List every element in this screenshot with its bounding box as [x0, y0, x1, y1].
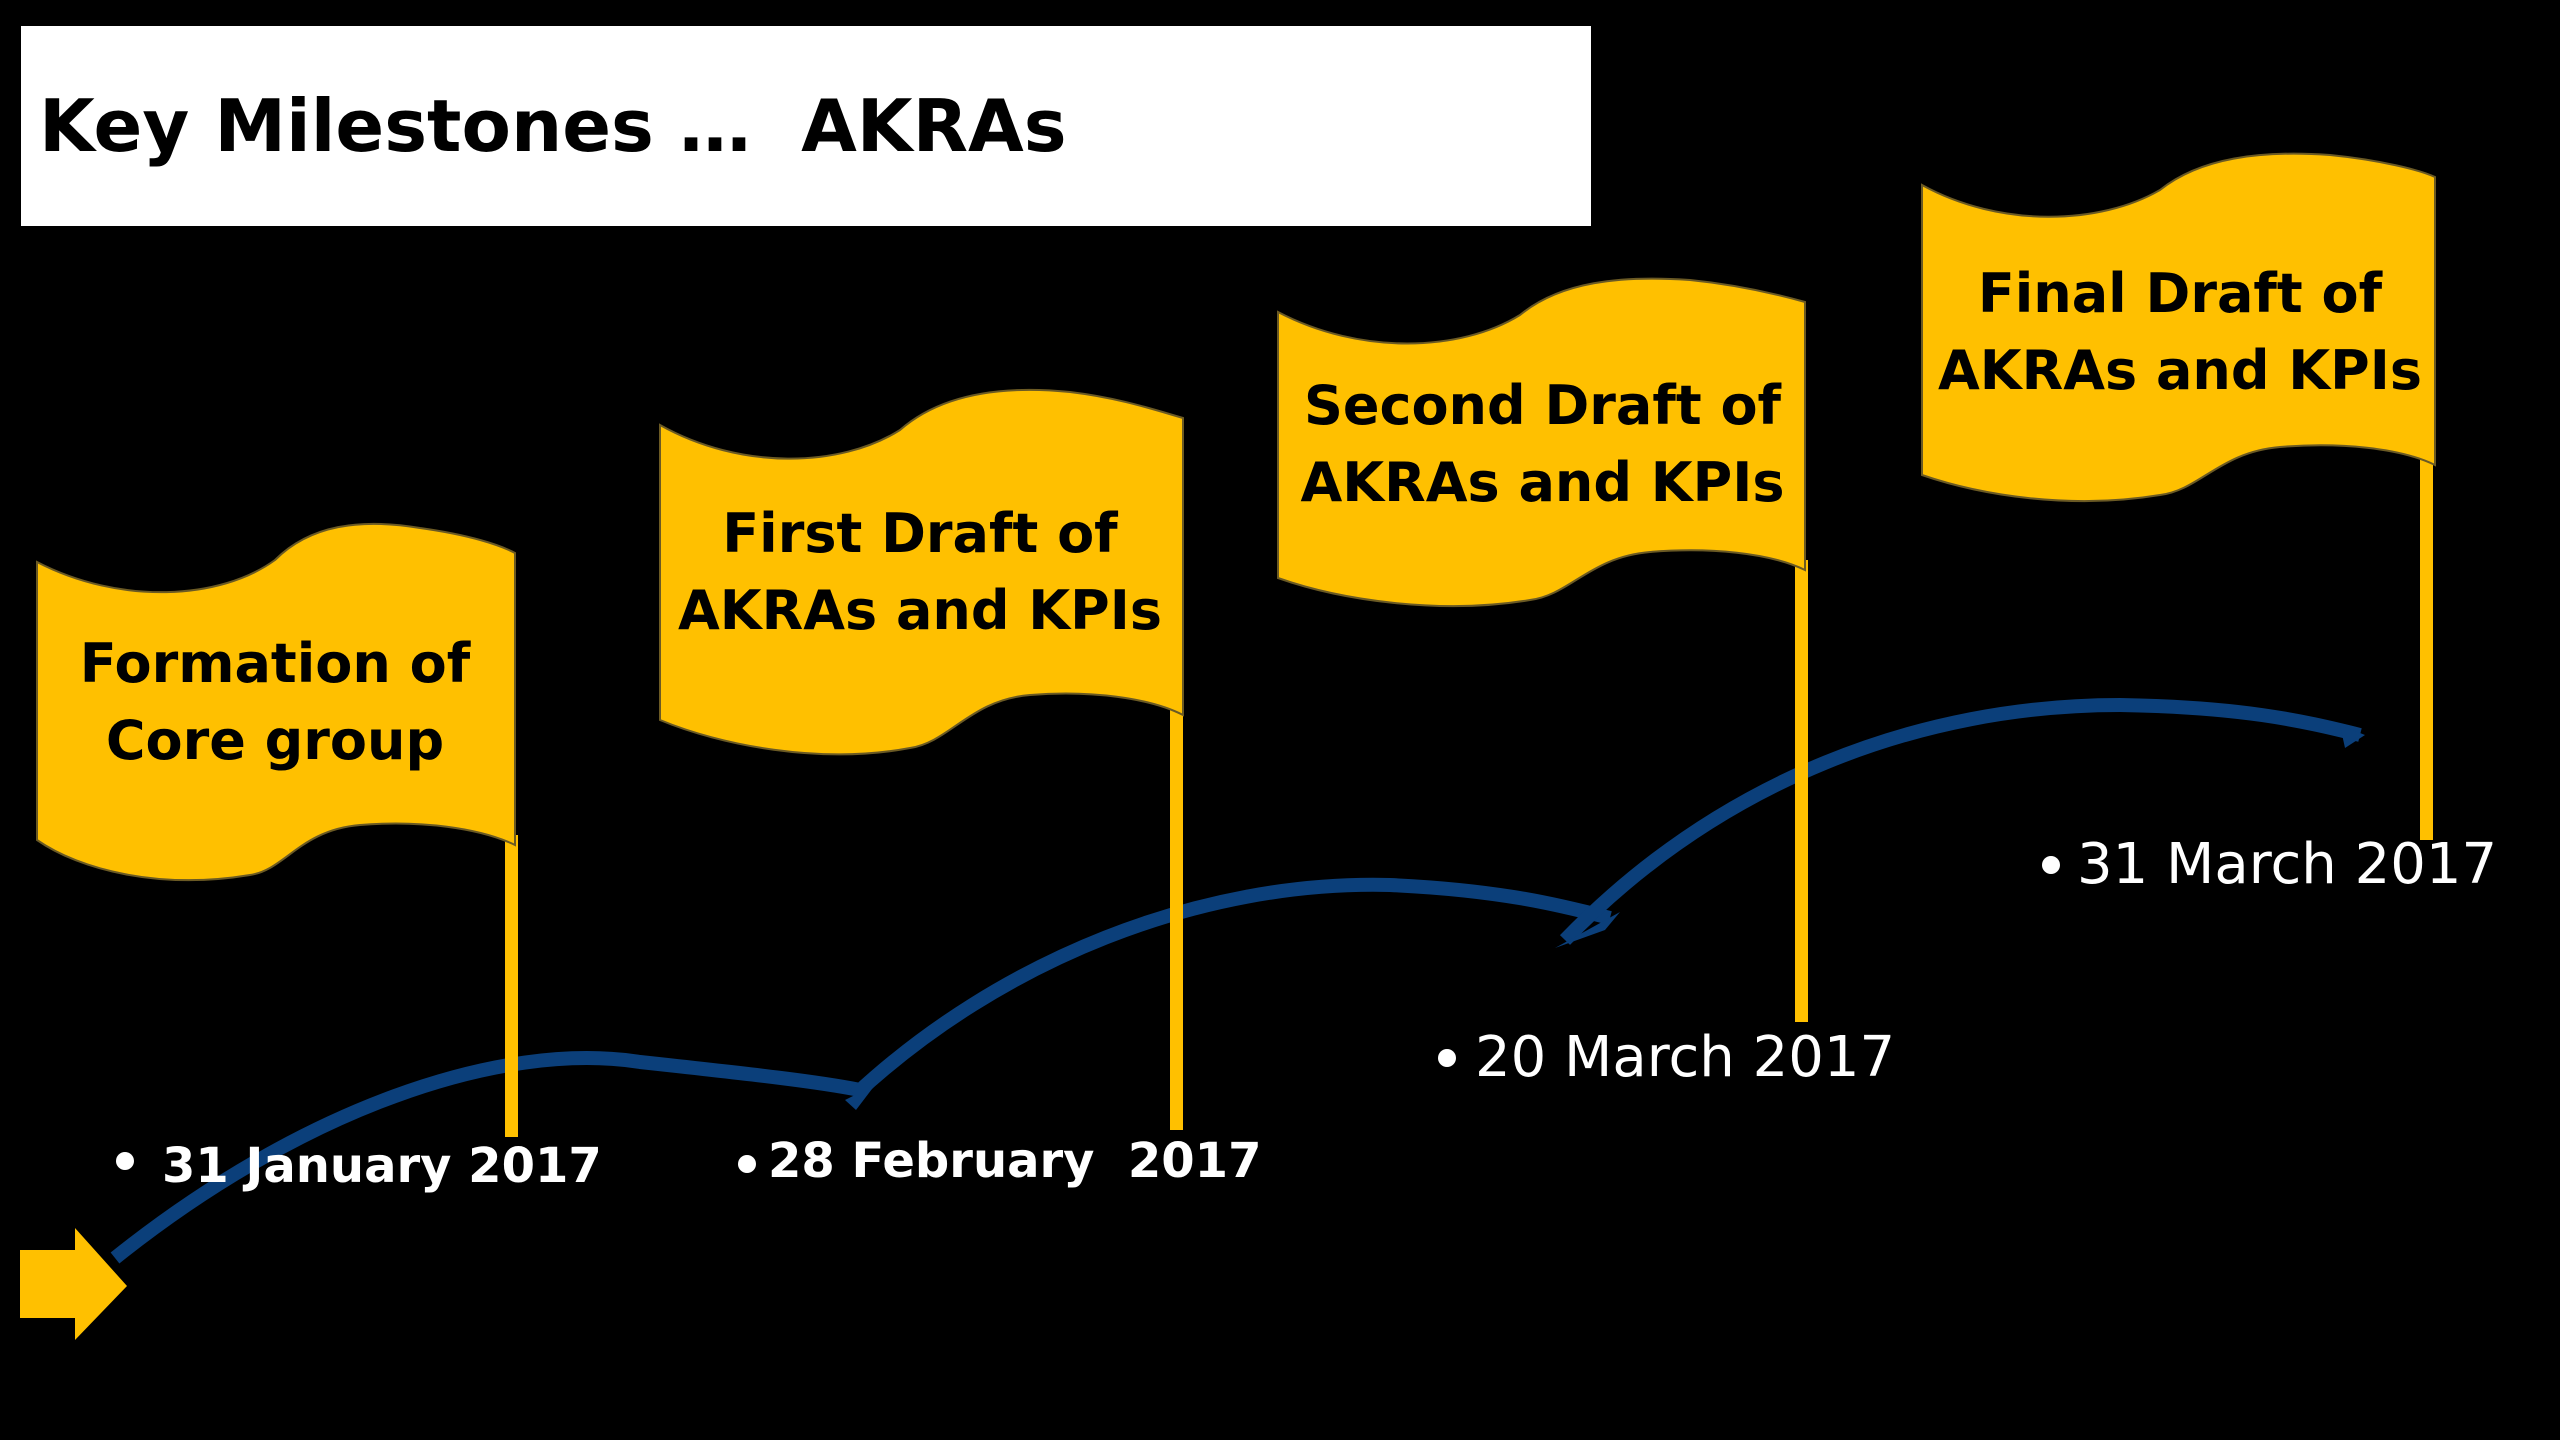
flag-1-label: Formation of Core group — [40, 625, 510, 779]
date-1: 31 January 2017 — [162, 1138, 602, 1194]
arc-3-arrowhead — [2340, 725, 2365, 748]
flag-pole-2 — [1170, 700, 1183, 1130]
arc-1-arrowhead — [845, 1085, 875, 1110]
flag-3-line-1: Second Draft of — [1303, 374, 1782, 437]
flag-4-line-1: Final Draft of — [1977, 262, 2383, 325]
timeline-arc-3 — [1559, 697, 2362, 945]
flag-3-line-2: AKRAs and KPIs — [1300, 451, 1785, 514]
flag-4-line-2: AKRAs and KPIs — [1938, 339, 2422, 402]
date-2-bullet — [738, 1155, 756, 1173]
flag-1-line-1: Formation of — [79, 632, 471, 695]
start-arrow-icon — [20, 1228, 127, 1340]
date-2: 28 February 2017 — [768, 1133, 1262, 1189]
flag-1 — [36, 522, 516, 882]
flag-4 — [1921, 152, 2436, 503]
flag-2 — [659, 388, 1184, 756]
flag-pole-3 — [1795, 560, 1808, 1022]
date-3-bullet — [1438, 1049, 1456, 1067]
flag-1-line-2: Core group — [105, 709, 445, 772]
arc-2-arrowhead — [1555, 912, 1620, 948]
flag-2-line-1: First Draft of — [722, 502, 1118, 565]
date-3: 20 March 2017 — [1475, 1025, 1896, 1090]
flag-pole-4 — [2420, 455, 2433, 840]
flag-3 — [1277, 277, 1806, 608]
page-title: Key Milestones … AKRAs — [39, 84, 1067, 168]
timeline-arc-1 — [110, 1051, 862, 1264]
flag-4-label: Final Draft of AKRAs and KPIs — [1925, 255, 2435, 409]
flag-2-label: First Draft of AKRAs and KPIs — [660, 495, 1180, 649]
flag-pole-1 — [505, 835, 518, 1137]
title-box: Key Milestones … AKRAs — [21, 26, 1591, 226]
flag-3-label: Second Draft of AKRAs and KPIs — [1280, 367, 1805, 521]
date-1-bullet — [116, 1152, 134, 1170]
flag-2-line-2: AKRAs and KPIs — [678, 579, 1162, 642]
date-4: 31 March 2017 — [2077, 832, 2498, 897]
date-4-bullet — [2042, 856, 2060, 874]
timeline-arc-2 — [850, 877, 1612, 1101]
